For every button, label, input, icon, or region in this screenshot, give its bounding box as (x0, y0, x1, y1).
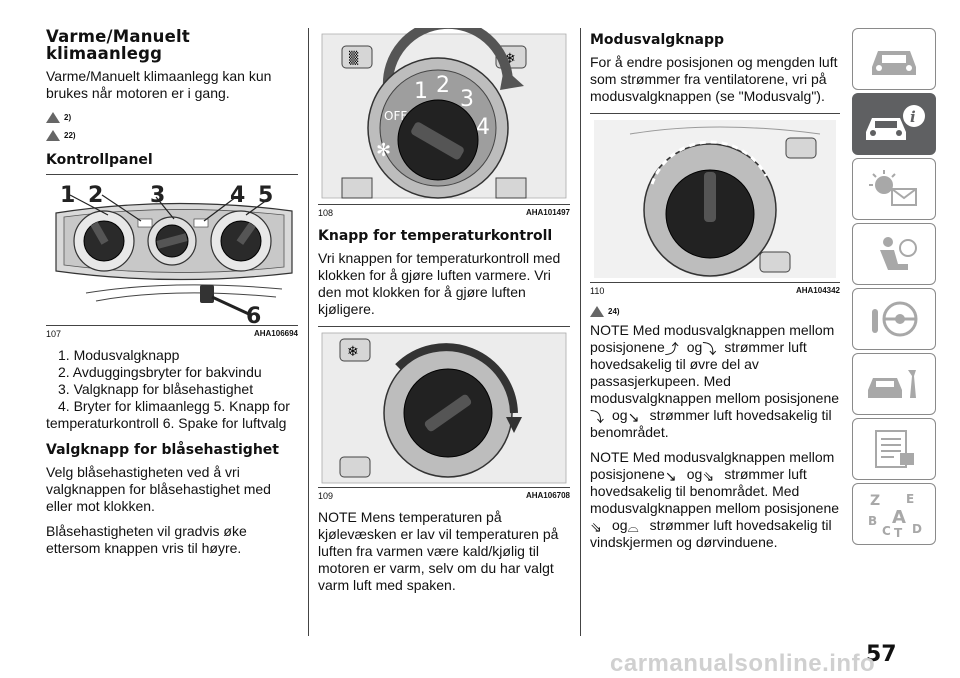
temperature-dial-illustration: ❄ (321, 332, 567, 484)
car-front-icon (872, 51, 916, 75)
tab-index[interactable]: Z E B A C T D (852, 483, 936, 545)
list-item: 3. Valgknapp for blåsehastighet (58, 381, 254, 397)
control-list: 1. Modusvalgknapp 2. Avduggingsbryter fo… (46, 347, 298, 432)
warning-ref-2[interactable]: 2) (46, 110, 298, 124)
mode-heading: Modusvalgknapp (590, 32, 725, 48)
tab-car-service[interactable] (852, 353, 936, 415)
svg-text:Z: Z (870, 493, 880, 509)
vent-feet-defrost-icon: ⇘ (590, 519, 602, 535)
car-service-icon (868, 370, 916, 398)
dial-label-3: 3 (460, 87, 474, 112)
vent-feet-icon: ↘ (664, 468, 677, 484)
fan-paragraph-1: Velg blåsehastigheten ved å vri valgknap… (46, 464, 271, 514)
callout-3: 3 (150, 183, 165, 208)
vent-feet-defrost-icon: ⇘ (702, 468, 715, 484)
figure-109-caption: 109 AHA106708 (318, 491, 570, 501)
index-abc-icon: Z E B A C T D (868, 492, 922, 539)
tab-car-front[interactable] (852, 28, 936, 90)
column-divider (308, 28, 309, 636)
warning-triangle-icon (590, 305, 604, 317)
mode-note-1: NOTE Med modusvalgknappen mellom posisjo… (590, 322, 840, 440)
svg-text:i: i (910, 108, 916, 126)
list-item: 1. Modusvalgknapp (58, 347, 180, 363)
tab-airbag-seat[interactable] (852, 223, 936, 285)
tab-warning-lights[interactable] (852, 158, 936, 220)
list-item: 2. Avduggingsbryter for bakvindu (58, 364, 262, 380)
tab-steering-wheel[interactable] (852, 288, 936, 350)
intro-paragraph: Varme/Manuelt klimaanlegg kan kun brukes… (46, 68, 272, 101)
temperature-note: NOTE Mens temperaturen på kjølevæsken er… (318, 509, 559, 593)
chapter-sidebar: i (852, 28, 936, 548)
fan-speed-heading: Valgknapp for blåsehastighet (46, 442, 279, 458)
fan-paragraph-2: Blåsehastigheten vil gradvis øke etterso… (46, 523, 247, 556)
column-1: Varme/Manuelt klimaanlegg Varme/Manuelt … (46, 28, 298, 565)
callout-4: 4 (230, 183, 245, 208)
watermark: carmanualsonline.info (610, 650, 876, 677)
svg-text:D: D (912, 522, 922, 536)
svg-text:T: T (894, 526, 903, 539)
callout-6: 6 (246, 304, 261, 325)
warning-triangle-icon (46, 129, 60, 141)
car-info-icon: i (866, 105, 925, 140)
tab-specifications[interactable] (852, 418, 936, 480)
control-panel-illustration: 1 2 3 4 5 6 (55, 183, 293, 325)
figure-107: 1 2 3 4 5 6 (46, 174, 298, 326)
airbag-seat-icon (880, 237, 917, 270)
figure-110-caption: 110 AHA104342 (590, 286, 840, 296)
vent-feet-icon: ↘ (627, 409, 640, 425)
vent-face-feet-icon: ⤵ (702, 341, 717, 357)
callout-1: 1 (60, 183, 75, 208)
specifications-list-icon (875, 430, 914, 468)
steering-wheel-icon (872, 301, 918, 337)
dial-label-1: 1 (414, 79, 428, 104)
vent-face-icon: ⤴ (664, 341, 679, 357)
fan-dial-illustration: ▒ ❄ OFF 1 2 3 4 ✻ (318, 28, 570, 204)
column-3: Modusvalgknapp For å endre posisjonen og… (590, 28, 840, 559)
svg-text:E: E (906, 492, 914, 506)
dial-label-4: 4 (476, 115, 490, 140)
mode-note-2: NOTE Med modusvalgknappen mellom posisjo… (590, 449, 840, 550)
warning-ref-22[interactable]: 22) (46, 128, 298, 142)
figure-110 (590, 113, 840, 283)
dial-label-2: 2 (436, 73, 450, 98)
windshield-defrost-icon: ⌓ (627, 519, 639, 535)
callout-5: 5 (258, 183, 273, 208)
warning-ref-24[interactable]: 24) (590, 304, 840, 318)
callout-2: 2 (88, 183, 103, 208)
svg-text:A: A (892, 507, 906, 528)
list-item: 4. Bryter for klimaanlegg 5. Knapp for t… (46, 398, 290, 431)
mode-dial-illustration (594, 120, 836, 278)
dial-label-off: OFF (384, 109, 407, 123)
figure-108-caption: 108 AHA101497 (318, 208, 570, 218)
rear-defrost-icon: ▒ (349, 50, 359, 65)
vent-face-feet-icon: ⤵ (590, 409, 604, 425)
ac-snowflake-icon: ❄ (347, 344, 359, 360)
tab-car-info[interactable]: i (852, 93, 936, 155)
page-number: 57 (866, 642, 897, 667)
warning-triangle-icon (46, 111, 60, 123)
svg-text:B: B (868, 514, 877, 528)
svg-text:C: C (882, 524, 891, 538)
control-panel-heading: Kontrollpanel (46, 152, 153, 168)
figure-109: ❄ (318, 326, 570, 488)
warning-lights-icon (869, 170, 917, 206)
section-title: Varme/Manuelt klimaanlegg (46, 27, 190, 63)
figure-108: ▒ ❄ OFF 1 2 3 4 ✻ (318, 28, 570, 205)
fan-icon: ✻ (376, 140, 391, 161)
temperature-heading: Knapp for temperaturkontroll (318, 228, 553, 244)
mode-paragraph: For å endre posisjonen og mengden luft s… (590, 54, 838, 104)
column-divider (580, 28, 581, 636)
column-2: ▒ ❄ OFF 1 2 3 4 ✻ 108 AHA101497 Knapp fo… (318, 28, 570, 602)
figure-107-caption: 107 AHA106694 (46, 329, 298, 339)
ac-snowflake-icon: ❄ (504, 51, 516, 67)
temperature-paragraph: Vri knappen for temperaturkontroll med k… (318, 250, 561, 317)
